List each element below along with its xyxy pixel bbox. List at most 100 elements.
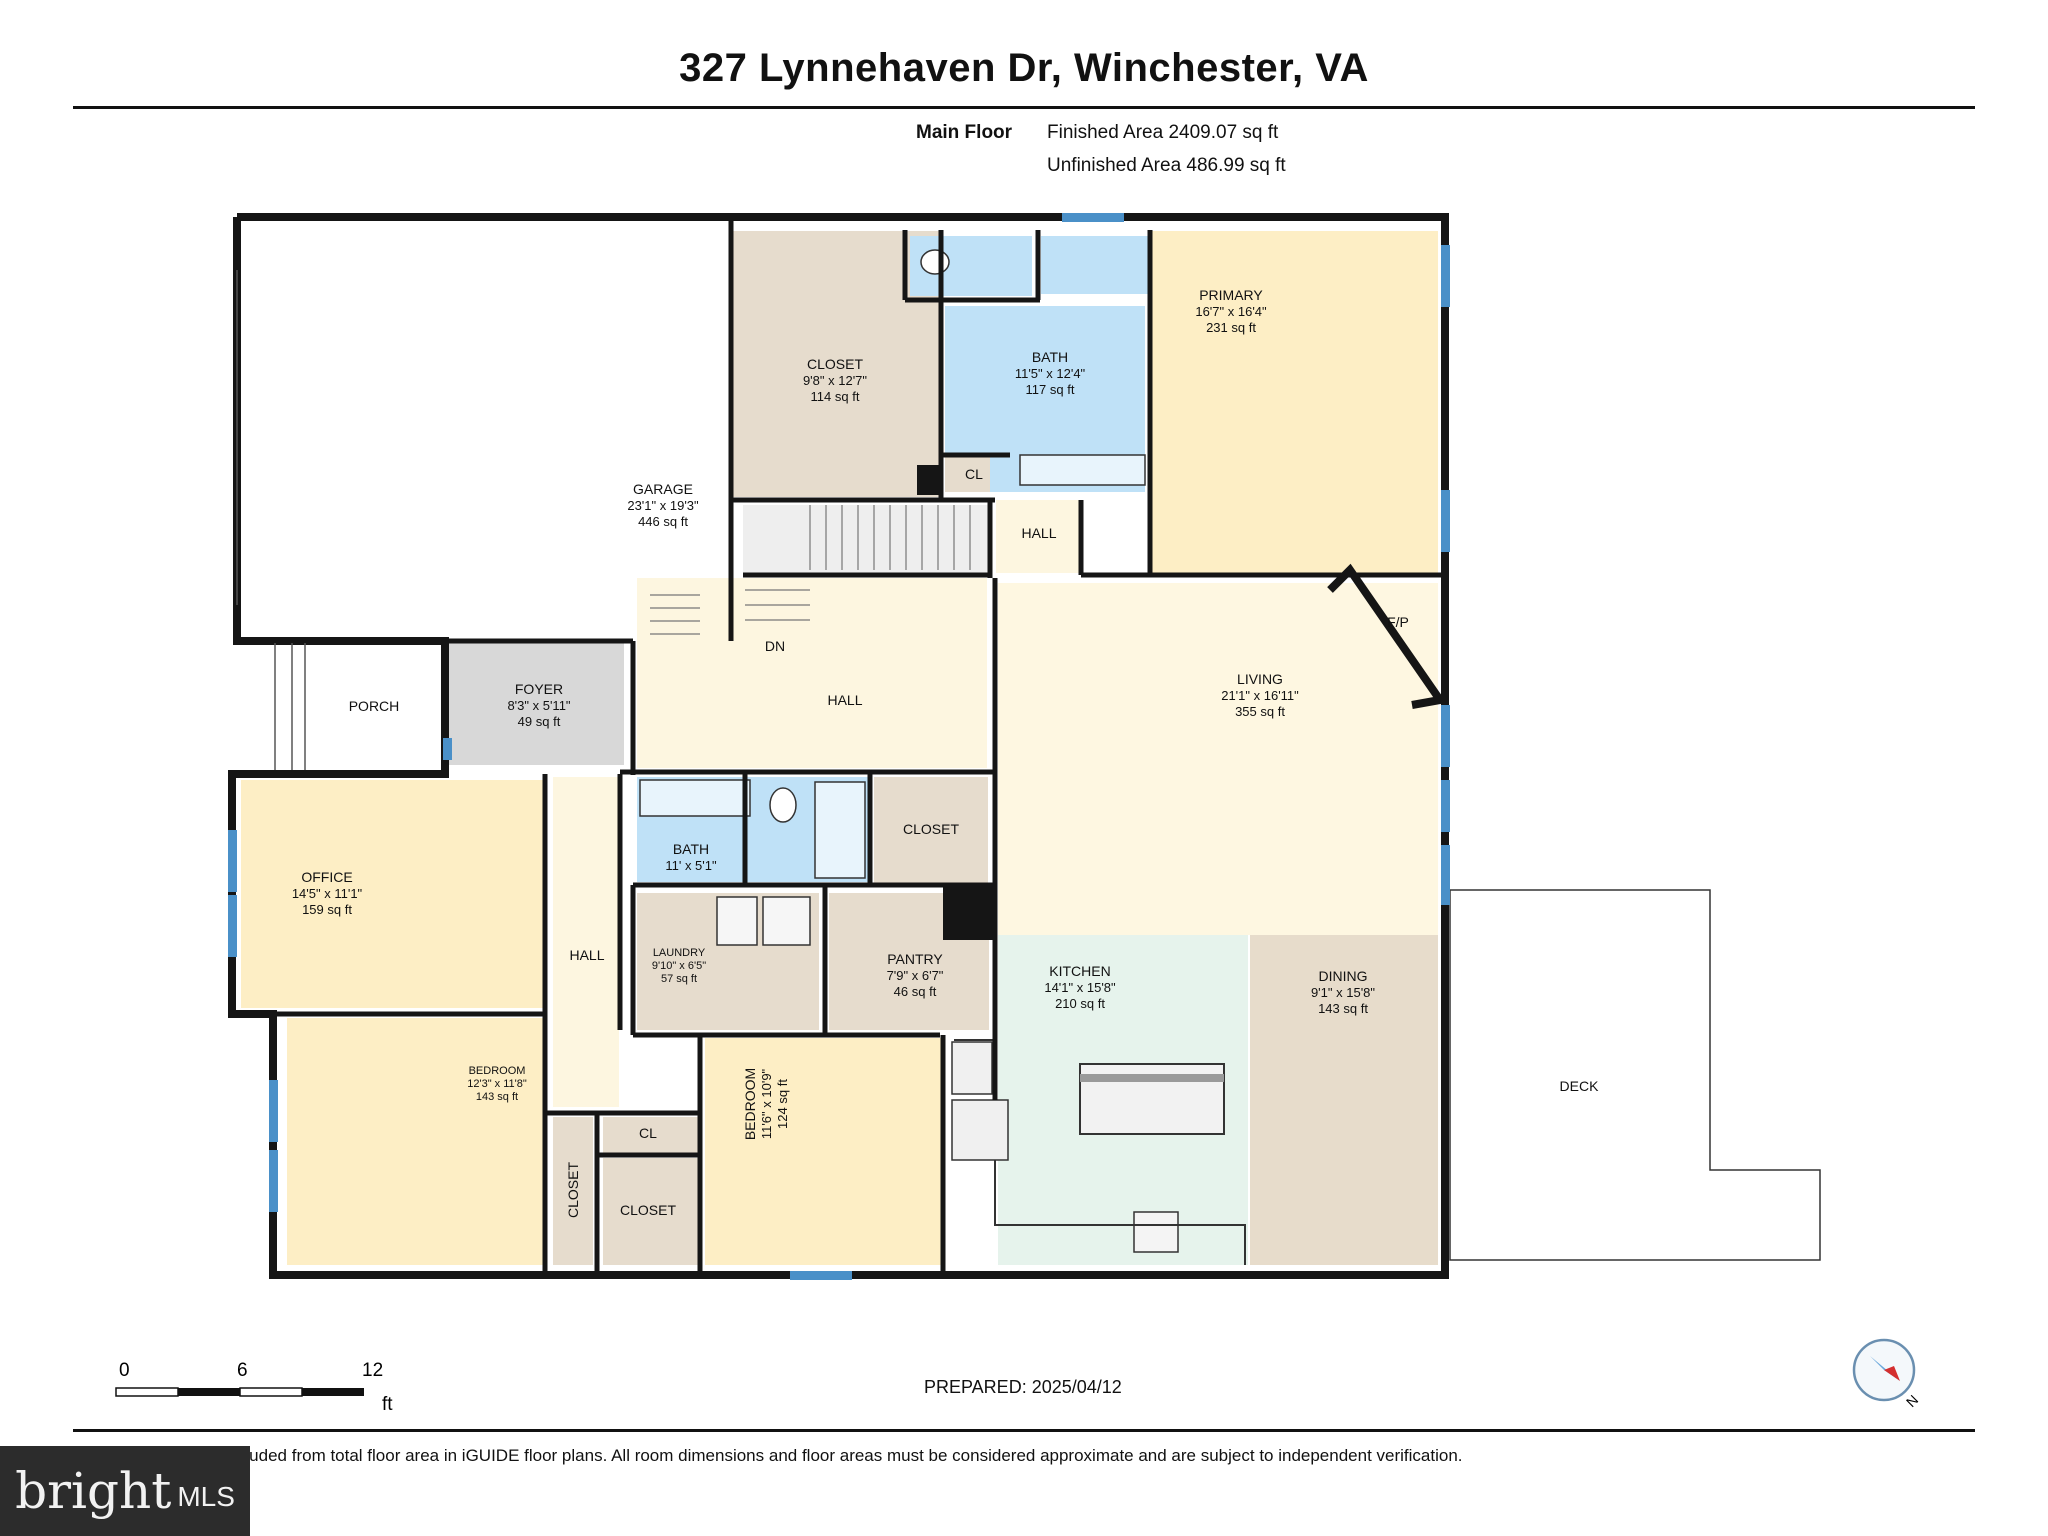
closet-b-label: CLOSET	[903, 821, 959, 837]
wall-oven	[951, 1099, 1009, 1161]
scale-tick-6: 6	[237, 1360, 248, 1381]
living-name: LIVING	[1237, 671, 1283, 687]
wall-column	[917, 465, 941, 495]
kitchen-counter	[954, 1039, 1246, 1265]
fridge	[951, 1041, 993, 1095]
compass-icon: N	[1852, 1338, 1921, 1410]
washer	[716, 896, 758, 946]
page-title: 327 Lynnehaven Dr, Winchester, VA	[679, 46, 1369, 90]
hall-a-fill	[996, 500, 1081, 573]
windows	[228, 213, 1450, 1280]
office-area: 159 sq ft	[302, 902, 352, 917]
hall-c-fill	[553, 777, 619, 1107]
primary-fill	[1150, 231, 1438, 573]
closet-a-dims: 9'8" x 12'7"	[803, 373, 867, 388]
tub-b	[814, 781, 866, 879]
laundry-area: 57 sq ft	[661, 973, 697, 985]
dining-name: DINING	[1319, 968, 1368, 984]
closet-d-label: CLOSET	[620, 1202, 676, 1218]
kitchen-name: KITCHEN	[1049, 963, 1110, 979]
laundry-name: LAUNDRY	[653, 947, 706, 959]
finished-area: Finished Area 2409.07 sq ft	[1047, 122, 1279, 143]
toilet-b	[769, 787, 797, 823]
bath-b-name: BATH	[673, 841, 709, 857]
prepared-date: PREPARED: 2025/04/12	[924, 1377, 1122, 1397]
bath-b-dims: 11' x 5'1"	[665, 858, 717, 873]
bedroom-b-dims: 11'6" x 10'9"	[759, 1068, 774, 1139]
toilet-a	[920, 249, 950, 275]
office-dims: 14'5" x 11'1"	[292, 886, 363, 901]
logo-brand: bright	[15, 1462, 172, 1520]
pantry-dims: 7'9" x 6'7"	[887, 968, 944, 983]
pantry-column	[943, 885, 995, 940]
bath-a-area: 117 sq ft	[1026, 382, 1075, 397]
bedroom-b-fill	[705, 1038, 943, 1265]
deck-outline	[1449, 889, 1821, 1261]
scale-bar: 0 6 12 ft	[115, 1360, 393, 1415]
closet-a-area: 114 sq ft	[811, 389, 860, 404]
cl-a-fill	[945, 457, 990, 492]
laundry-dims: 9'10" x 6'5"	[652, 960, 706, 972]
title-divider	[73, 106, 1975, 109]
bedroom-b-name: BEDROOM	[742, 1068, 758, 1140]
scale-tick-0: 0	[119, 1360, 130, 1381]
dining-dims: 9'1" x 15'8"	[1311, 985, 1375, 1000]
bedroom-a-fill	[287, 1018, 547, 1265]
garage-dims: 23'1" x 19'3"	[627, 498, 699, 513]
dryer	[762, 896, 811, 946]
porch-columns	[236, 270, 306, 770]
kitchen-dims: 14'1" x 15'8"	[1044, 980, 1116, 995]
stairs	[650, 505, 971, 635]
foyer-dims: 8'3" x 5'11"	[507, 698, 570, 713]
hall-b-label: HALL	[827, 692, 862, 708]
cooktop	[1133, 1211, 1179, 1253]
fireplace-wall	[1327, 563, 1447, 709]
garage-fill	[238, 231, 728, 641]
living-dims: 21'1" x 16'11"	[1221, 688, 1299, 703]
unfinished-area: Unfinished Area 486.99 sq ft	[1047, 155, 1286, 176]
fp-label: F/P	[1387, 614, 1409, 630]
office-name: OFFICE	[301, 869, 352, 885]
pantry-name: PANTRY	[887, 951, 943, 967]
office-fill	[241, 780, 546, 1008]
dn-label: DN	[765, 638, 785, 654]
dining-area: 143 sq ft	[1318, 1001, 1368, 1016]
closet-c-label-group: CLOSET	[565, 1162, 581, 1218]
garage-name: GARAGE	[633, 481, 693, 497]
garage-area: 446 sq ft	[638, 514, 688, 529]
closet-b-fill	[874, 777, 988, 883]
hall-c-label: HALL	[569, 947, 604, 963]
footer-divider	[73, 1429, 1975, 1432]
scale-unit: ft	[382, 1394, 393, 1415]
bedroom-a-area: 143 sq ft	[476, 1091, 518, 1103]
interior-walls	[232, 217, 1445, 1275]
bedroom-a-dims: 12'3" x 11'8"	[467, 1078, 527, 1090]
bedroom-a-name: BEDROOM	[469, 1065, 526, 1077]
living-area: 355 sq ft	[1235, 704, 1285, 719]
floor-label: Main Floor	[916, 122, 1013, 143]
foyer-fill	[447, 643, 624, 765]
primary-dims: 16'7" x 16'4"	[1195, 304, 1267, 319]
disclaimer-text: White regions are excluded from total fl…	[81, 1446, 1463, 1465]
bedroom-b-area: 124 sq ft	[775, 1079, 790, 1129]
closet-d-fill	[603, 1158, 698, 1265]
floor-plan: GARAGE 23'1" x 19'3" 446 sq ft CLOSET 9'…	[228, 213, 1821, 1280]
closet-a-name: CLOSET	[807, 356, 863, 372]
shower-fill	[1041, 236, 1149, 294]
deck-label: DECK	[1560, 1078, 1600, 1094]
hall-b-fill	[637, 578, 987, 768]
primary-area: 231 sq ft	[1206, 320, 1256, 335]
cl-b-label: CL	[639, 1125, 657, 1141]
foyer-name: FOYER	[515, 681, 563, 697]
logo-mls: MLS	[177, 1481, 235, 1512]
closet-c-fill	[553, 1117, 593, 1265]
pantry-area: 46 sq ft	[894, 984, 937, 999]
bath-a-dims: 11'5" x 12'4"	[1015, 366, 1086, 381]
bedroom-b-label: BEDROOM 11'6" x 10'9" 124 sq ft	[742, 1068, 790, 1140]
vanity-b	[639, 779, 751, 817]
stairs-fill	[743, 505, 988, 575]
foyer-area: 49 sq ft	[518, 714, 561, 729]
porch-label: PORCH	[349, 698, 400, 714]
hall-a-label: HALL	[1021, 525, 1056, 541]
cl-b-fill	[603, 1117, 698, 1153]
